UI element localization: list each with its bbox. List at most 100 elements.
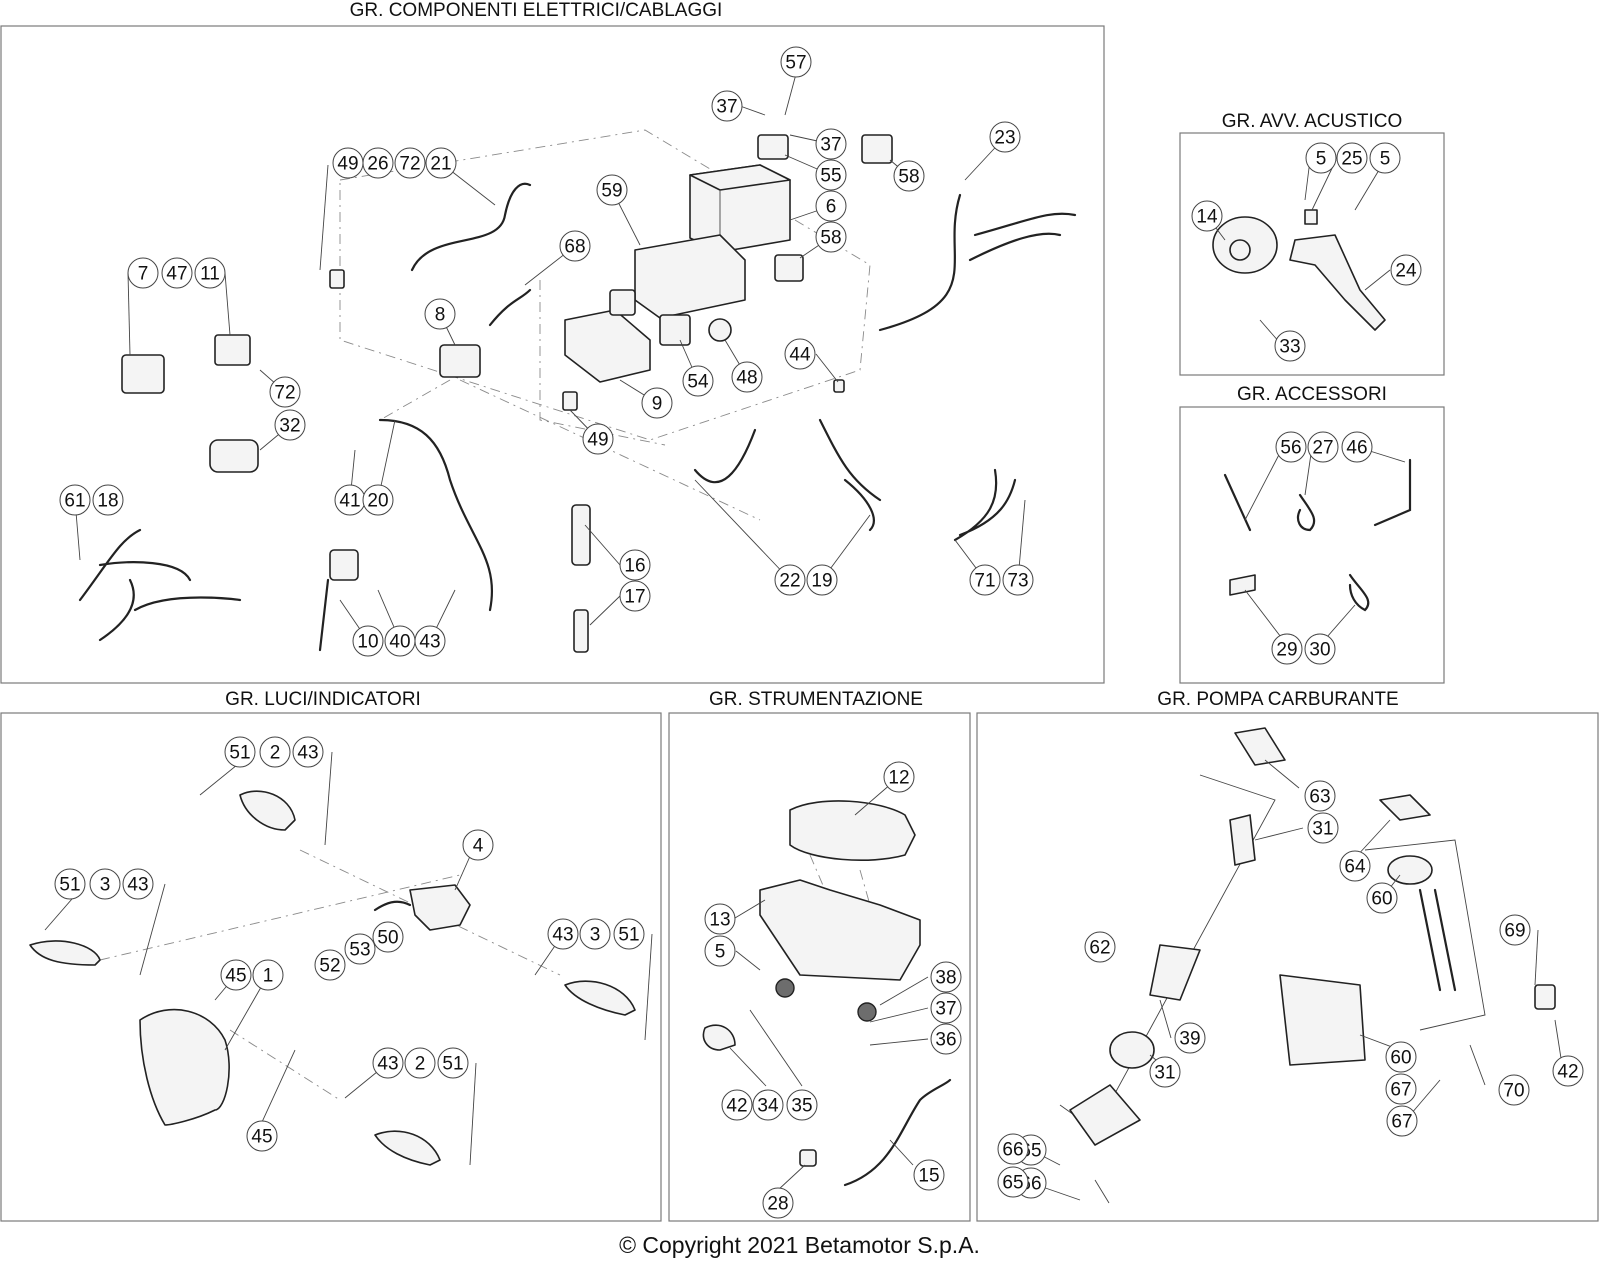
callout-label: 26 [367, 154, 388, 175]
callout-circle [414, 625, 446, 657]
callout-51: 51 [54, 868, 86, 900]
callout-circle [1191, 200, 1223, 232]
callout-1: 1 [252, 959, 284, 991]
strap-56 [1223, 473, 1252, 532]
callout-label: 65 [1002, 1173, 1023, 1194]
callout-label: 15 [918, 1166, 939, 1187]
callout-69: 69 [1499, 914, 1531, 946]
callout-19: 19 [806, 564, 838, 596]
callout-circle [1084, 931, 1116, 963]
plate-64 [1379, 794, 1431, 821]
callout-circle [596, 174, 628, 206]
harness-61 [78, 528, 242, 642]
callout-label: 67 [1390, 1080, 1411, 1101]
callout-circle [1366, 882, 1398, 914]
callout-label: 41 [339, 491, 360, 512]
callout-label: 34 [757, 1096, 779, 1117]
callout-circle [582, 423, 614, 455]
callout-label: 4 [473, 836, 484, 857]
callout-23: 23 [989, 121, 1021, 153]
flasher-32 [209, 439, 259, 473]
callout-circle [1149, 1056, 1181, 1088]
pump-body-39 [1149, 944, 1201, 1001]
callout-circle [806, 564, 838, 596]
callout-63: 63 [1304, 780, 1336, 812]
front-indicator-right-3 [564, 980, 636, 1016]
ignition-coil-10 [329, 549, 359, 581]
callout-circle [930, 1023, 962, 1055]
callout-label: 3 [590, 925, 601, 946]
callout-circle [641, 387, 673, 419]
callout-71: 71 [969, 564, 1001, 596]
callout-43: 43 [547, 918, 579, 950]
callout-9: 9 [641, 387, 673, 419]
callout-11: 11 [194, 257, 226, 289]
callout-43: 43 [414, 625, 446, 657]
callout-label: 58 [820, 228, 841, 249]
callout-label: 43 [552, 925, 573, 946]
panel-frame-fuel-pump [976, 712, 1599, 1222]
callout-circle [425, 147, 457, 179]
callout-label: 63 [1309, 787, 1330, 808]
callout-33: 33 [1274, 330, 1306, 362]
fuse-44 [833, 379, 845, 393]
callout-circle [362, 484, 394, 516]
damper-38 [857, 1002, 877, 1022]
callout-label: 31 [1154, 1063, 1175, 1084]
callout-label: 2 [270, 743, 281, 764]
callout-58: 58 [893, 160, 925, 192]
callout-circle [989, 121, 1021, 153]
callout-label: 55 [820, 166, 841, 187]
callout-21: 21 [425, 147, 457, 179]
spark-cap-16 [571, 504, 591, 566]
callout-label: 33 [1279, 337, 1300, 358]
callout-label: 37 [935, 999, 956, 1020]
fuse-holder-54b [609, 289, 636, 316]
callout-5: 5 [1369, 142, 1401, 174]
callout-29: 29 [1271, 633, 1303, 665]
callout-52: 52 [314, 949, 346, 981]
callout-circle [259, 736, 291, 768]
callout-circle [344, 933, 376, 965]
battery [689, 164, 791, 253]
callout-4: 4 [462, 829, 494, 861]
callout-72: 72 [394, 147, 426, 179]
cable-22 [693, 428, 757, 484]
callout-label: 45 [225, 966, 246, 987]
callout-label: 11 [200, 264, 220, 285]
sensor-62 [1534, 984, 1556, 1010]
callout-circle [252, 959, 284, 991]
callout-label: 53 [349, 940, 370, 961]
callout-label: 51 [618, 925, 639, 946]
callout-46: 46 [1341, 431, 1373, 463]
callout-label: 37 [820, 135, 841, 156]
callout-label: 58 [898, 167, 919, 188]
callout-label: 9 [652, 394, 663, 415]
callout-circle [559, 230, 591, 262]
callout-37: 37 [930, 992, 962, 1024]
callout-circle [394, 147, 426, 179]
battery-tray [634, 234, 746, 319]
relay-8 [439, 344, 481, 378]
callout-label: 5 [1380, 149, 1391, 170]
callout-label: 7 [138, 264, 149, 285]
callout-circle [731, 361, 763, 393]
callout-43: 43 [372, 1047, 404, 1079]
plate-63 [1234, 727, 1286, 766]
callout-label: 24 [1395, 261, 1417, 282]
callout-circle [815, 159, 847, 191]
callout-label: 51 [229, 743, 250, 764]
callout-27: 27 [1307, 431, 1339, 463]
callout-label: 14 [1196, 207, 1218, 228]
callout-label: 71 [974, 571, 995, 592]
callout-circle [721, 1089, 753, 1121]
ecu-unit [564, 309, 651, 383]
callout-label: 49 [587, 430, 608, 451]
callout-circle [462, 829, 494, 861]
callout-35: 35 [786, 1089, 818, 1121]
callout-label: 43 [297, 743, 318, 764]
callout-circle [762, 1187, 794, 1219]
callout-circle [711, 90, 743, 122]
callout-39: 39 [1174, 1022, 1206, 1054]
callout-37: 37 [711, 90, 743, 122]
